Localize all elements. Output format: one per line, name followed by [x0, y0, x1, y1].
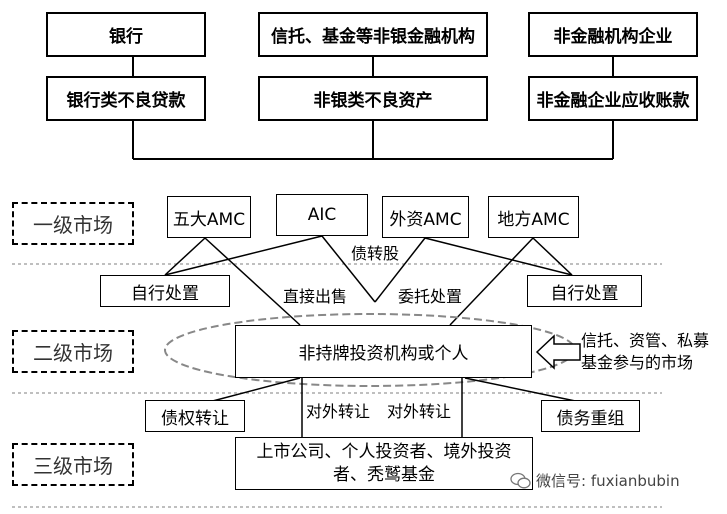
nonfinancial-enterprise-label: 非金融机构企业: [553, 27, 673, 47]
investors-label: 非持牌投资机构或个人: [298, 344, 469, 364]
self-disposal-left-label: 自行处置: [131, 283, 199, 304]
bank-box: 银行: [46, 12, 206, 57]
bank-npl-label: 银行类不良贷款: [66, 91, 186, 111]
level1-box: 一级市场: [12, 202, 134, 245]
nonbank-npa-label: 非银类不良资产: [313, 91, 433, 111]
self-disposal-right-label: 自行处置: [550, 283, 619, 304]
amc1-to-self-left: [164, 237, 206, 276]
foreign-amc-label: 外资AMC: [389, 209, 462, 230]
foreign-to-entrust: [374, 237, 426, 303]
aic-label: AIC: [307, 205, 337, 225]
debt-restructure-label: 债务重组: [556, 408, 625, 429]
aic-to-self-left: [164, 235, 323, 276]
investors-to-creditor: [204, 377, 301, 404]
investors-to-restructure: [464, 377, 586, 404]
bank-npl-box: 银行类不良贷款: [46, 76, 206, 121]
aic-box: AIC: [276, 194, 368, 236]
local-to-self-right: [532, 237, 573, 276]
local-to-investors: [449, 237, 534, 326]
external-transfer-2-label: 对外转让: [387, 402, 452, 421]
debt-to-equity-label: 债转股: [351, 244, 400, 263]
level1-label: 一级市场: [33, 213, 113, 237]
local-amc-box: 地方AMC: [488, 196, 579, 238]
trust-note: 信托、资管、私募基金参与的市场: [581, 330, 721, 374]
foreign-amc-box: 外资AMC: [382, 196, 469, 238]
level2-label: 二级市场: [33, 341, 113, 365]
level3-box: 三级市场: [12, 443, 134, 486]
watermark-text: 微信号: fuxianbubin: [536, 472, 680, 490]
five-big-amc-box: 五大AMC: [167, 196, 251, 238]
receivables-label: 非金融企业应收账款: [536, 91, 690, 111]
creditor-transfer-box: 债权转让: [145, 400, 245, 432]
receivables-box: 非金融企业应收账款: [528, 76, 698, 121]
direct-sale-label: 直接出售: [283, 287, 348, 306]
amc1-to-investors: [204, 237, 301, 326]
self-disposal-right-box: 自行处置: [527, 275, 642, 307]
debt-restructure-box: 债务重组: [541, 400, 640, 432]
wechat-icon: [510, 472, 531, 488]
buyers-label: 上市公司、个人投资者、境外投资者、秃鹫基金: [256, 441, 512, 485]
bank-label: 银行: [109, 27, 143, 47]
external-transfer-1-label: 对外转让: [306, 402, 371, 421]
aic-to-entrust: [321, 235, 376, 303]
nonbank-institution-box: 信托、基金等非银金融机构: [258, 12, 488, 57]
investors-box: 非持牌投资机构或个人: [235, 325, 532, 378]
entrusted-disposal-label: 委托处置: [398, 287, 463, 306]
buyers-box: 上市公司、个人投资者、境外投资者、秃鹫基金: [235, 437, 533, 490]
self-disposal-left-box: 自行处置: [100, 275, 230, 307]
nonbank-institution-label: 信托、基金等非银金融机构: [271, 27, 475, 47]
nonbank-npa-box: 非银类不良资产: [258, 76, 488, 121]
left-arrow-icon: [535, 334, 581, 370]
foreign-to-self-right: [424, 237, 573, 276]
local-amc-label: 地方AMC: [497, 209, 570, 230]
five-big-amc-label: 五大AMC: [172, 209, 246, 230]
level3-label: 三级市场: [33, 454, 113, 478]
level2-box: 二级市场: [12, 330, 134, 373]
trust-note-label: 信托、资管、私募基金参与的市场: [581, 331, 710, 372]
watermark: 微信号: fuxianbubin: [510, 470, 680, 491]
nonfinancial-enterprise-box: 非金融机构企业: [528, 12, 698, 57]
creditor-transfer-label: 债权转让: [161, 408, 229, 429]
